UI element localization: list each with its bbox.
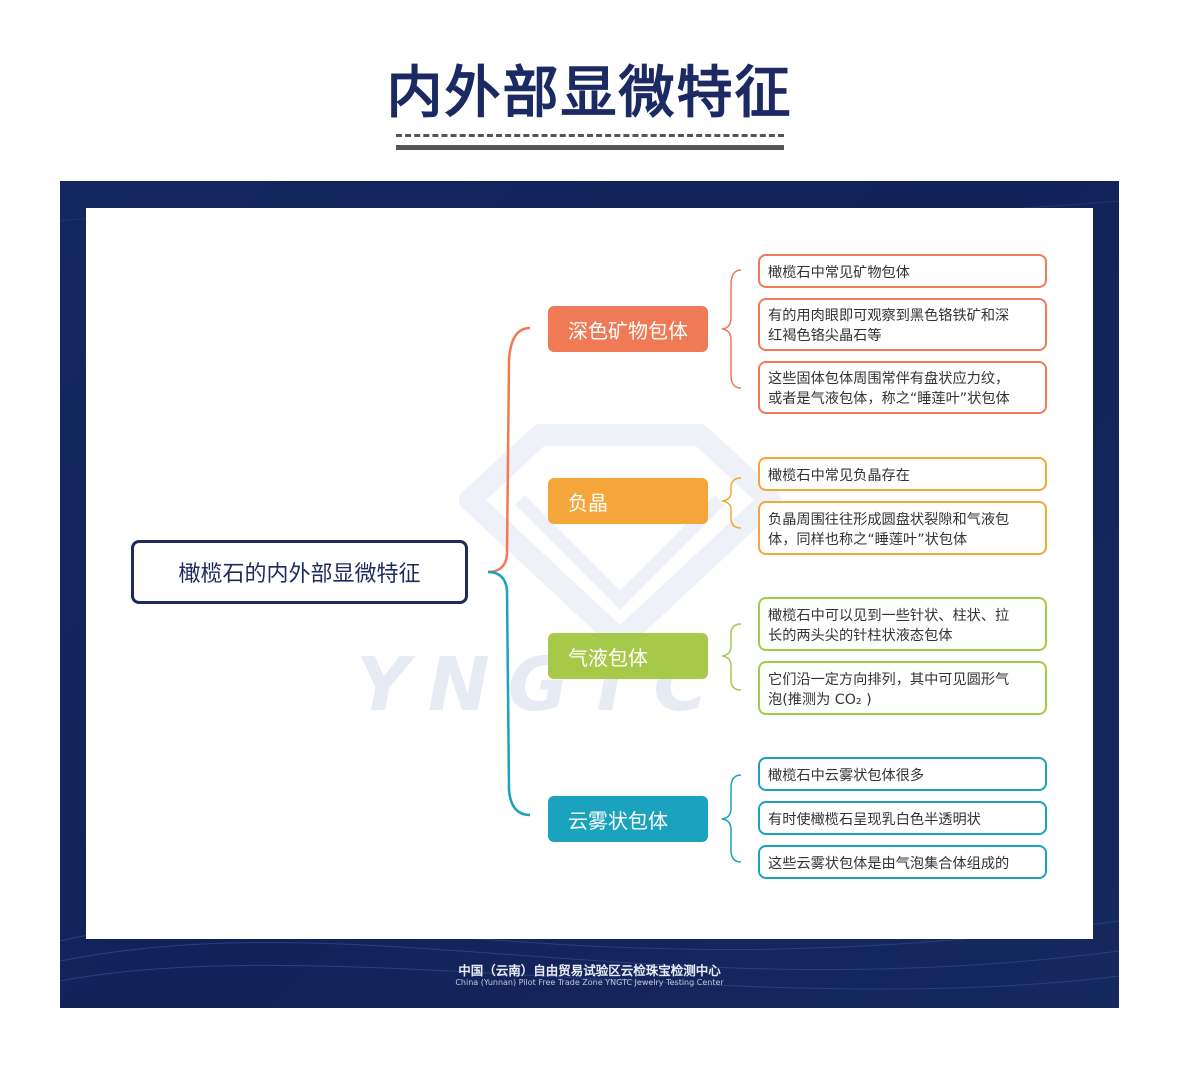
leaf-text-line: 泡(推测为 CO₂ ): [768, 691, 872, 708]
leaf-node: 橄榄石中云雾状包体很多: [758, 757, 1047, 791]
leaf-text-line: 或者是气液包体，称之“睡莲叶”状包体: [768, 391, 1010, 407]
leaf-text-line: 橄榄石中常见负晶存在: [768, 467, 910, 484]
leaf-node: 橄榄石中可以见到一些针状、柱状、拉长的两头尖的针柱状液态包体: [758, 597, 1047, 651]
leaf-node: 它们沿一定方向排列，其中可见圆形气泡(推测为 CO₂ ): [758, 661, 1047, 715]
leaf-text-line: 有时使橄榄石呈现乳白色半透明状: [768, 811, 981, 828]
leaf-text-line: 它们沿一定方向排列，其中可见圆形气: [768, 671, 1010, 688]
leaf-node: 这些云雾状包体是由气泡集合体组成的: [758, 845, 1047, 879]
leaf-node: 有的用肉眼即可观察到黑色铬铁矿和深红褐色铬尖晶石等: [758, 298, 1047, 351]
page-title: 内外部显微特征: [386, 61, 793, 126]
leaf-text-line: 负晶周围往往形成圆盘状裂隙和气液包: [768, 511, 1010, 528]
leaf-text-line: 体，同样也称之“睡莲叶”状包体: [768, 531, 968, 548]
branch-dark-mineral-inclusion: 深色矿物包体: [548, 306, 708, 352]
footer-organization-cn: 中国（云南）自由贸易试验区云检珠宝检测中心: [458, 963, 721, 978]
leaf-node: 负晶周围往往形成圆盘状裂隙和气液包体，同样也称之“睡莲叶”状包体: [758, 501, 1047, 555]
title-solid-underline: [396, 145, 784, 150]
leaf-text-line: 有的用肉眼即可观察到黑色铬铁矿和深: [768, 308, 1010, 324]
root-node: 橄榄石的内外部显微特征: [131, 540, 468, 604]
footer-organization-en: China (Yunnan) Pilot Free Trade Zone YNG…: [455, 978, 724, 987]
leaf-text-line: 红褐色铬尖晶石等: [768, 328, 882, 344]
leaf-text-line: 长的两头尖的针柱状液态包体: [768, 627, 953, 644]
branch-gas-liquid-inclusion: 气液包体: [548, 633, 708, 679]
leaf-text-line: 橄榄石中可以见到一些针状、柱状、拉: [768, 607, 1010, 624]
leaf-text-line: 橄榄石中云雾状包体很多: [768, 767, 925, 784]
branch-cloudy-inclusion: 云雾状包体: [548, 796, 708, 842]
leaf-node: 橄榄石中常见矿物包体: [758, 254, 1047, 288]
leaf-text-line: 这些云雾状包体是由气泡集合体组成的: [768, 855, 1010, 872]
leaf-text-line: 这些固体包体周围常伴有盘状应力纹，: [768, 371, 1010, 387]
title-dashed-underline: [396, 134, 784, 137]
leaf-node: 橄榄石中常见负晶存在: [758, 457, 1047, 491]
leaf-node: 有时使橄榄石呈现乳白色半透明状: [758, 801, 1047, 835]
leaf-node: 这些固体包体周围常伴有盘状应力纹， 或者是气液包体，称之“睡莲叶”状包体: [758, 361, 1047, 414]
leaf-text-line: 橄榄石中常见矿物包体: [768, 264, 910, 281]
branch-negative-crystal: 负晶: [548, 478, 708, 524]
